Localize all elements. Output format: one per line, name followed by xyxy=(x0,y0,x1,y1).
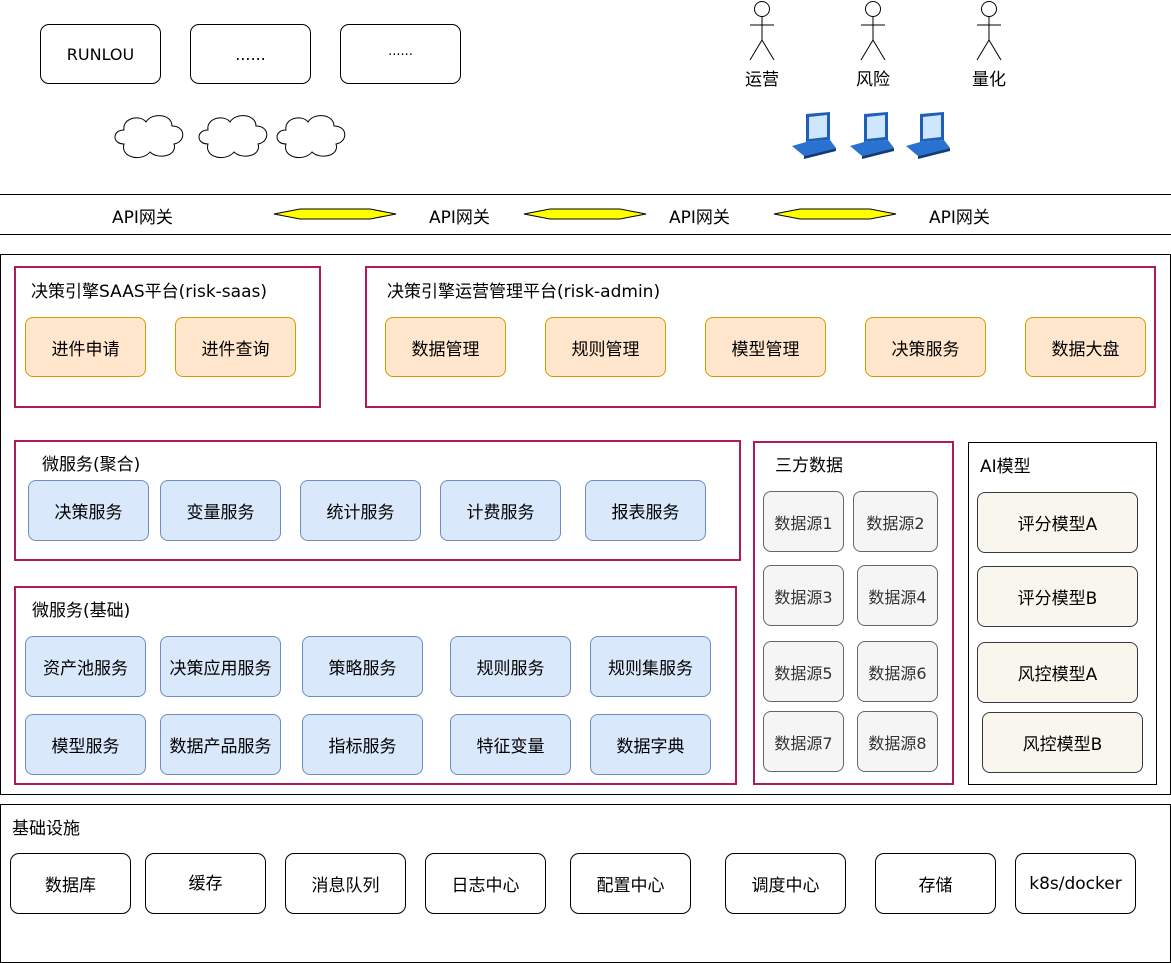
ai-model-title: AI模型 xyxy=(980,457,1031,477)
service-box: 统计服务 xyxy=(300,480,421,541)
module-box: 进件申请 xyxy=(25,317,146,377)
micro-agg-title: 微服务(聚合) xyxy=(42,455,141,475)
cloud-icon xyxy=(198,115,268,159)
service-box: 报表服务 xyxy=(585,480,706,541)
actor-icon xyxy=(976,1,1002,61)
infra-box: 配置中心 xyxy=(570,853,691,914)
gateway-label: API网关 xyxy=(669,208,730,228)
laptop-icon xyxy=(906,112,950,159)
service-box: 计费服务 xyxy=(440,480,561,541)
service-box: 决策服务 xyxy=(28,480,149,541)
service-box: 决策应用服务 xyxy=(160,636,281,697)
micro-base-title: 微服务(基础) xyxy=(32,601,131,621)
actor-label: 运营 xyxy=(745,70,779,90)
micro-agg-frame xyxy=(14,440,741,561)
model-box: 风控模型A xyxy=(977,642,1138,703)
module-box: 数据大盘 xyxy=(1025,317,1146,377)
module-box: 数据管理 xyxy=(385,317,506,377)
actor-icon xyxy=(749,1,775,61)
service-box: 特征变量 xyxy=(450,714,571,775)
laptop-icon xyxy=(850,112,894,159)
service-box: 模型服务 xyxy=(25,714,146,775)
client-box-2: ...... xyxy=(190,24,311,84)
saas-platform-title: 决策引擎SAAS平台(risk-saas) xyxy=(31,282,267,302)
third-party-title: 三方数据 xyxy=(775,456,843,476)
saas-platform-frame xyxy=(14,266,321,408)
model-box: 评分模型B xyxy=(977,566,1138,627)
gateway-connector xyxy=(773,208,897,220)
service-box: 资产池服务 xyxy=(25,636,146,697)
gateway-top-line xyxy=(0,194,1171,195)
module-box: 决策服务 xyxy=(865,317,986,377)
model-box: 评分模型A xyxy=(977,492,1138,553)
client-box-3: ...... xyxy=(340,24,461,84)
datasource-box: 数据源7 xyxy=(763,711,844,772)
infra-box: 日志中心 xyxy=(425,853,546,914)
datasource-box: 数据源1 xyxy=(763,491,844,552)
actor-icon xyxy=(860,1,886,61)
infra-box: 数据库 xyxy=(10,853,131,914)
module-box: 模型管理 xyxy=(705,317,826,377)
admin-platform-title: 决策引擎运营管理平台(risk-admin) xyxy=(387,282,661,302)
gateway-bottom-line xyxy=(0,234,1171,235)
laptop-icon xyxy=(792,112,836,159)
service-box: 策略服务 xyxy=(302,636,423,697)
service-box: 数据字典 xyxy=(590,714,711,775)
cloud-icon xyxy=(276,115,346,159)
infra-box: 调度中心 xyxy=(725,853,846,914)
gateway-connector xyxy=(273,208,397,220)
micro-base-frame xyxy=(14,586,737,785)
actor-label: 风险 xyxy=(856,70,890,90)
client-box-runlou: RUNLOU xyxy=(40,24,161,84)
service-box: 规则集服务 xyxy=(590,636,711,697)
datasource-box: 数据源2 xyxy=(853,491,938,552)
gateway-label: API网关 xyxy=(429,208,490,228)
actor-label: 量化 xyxy=(972,70,1006,90)
admin-platform-frame xyxy=(365,266,1156,408)
gateway-label: API网关 xyxy=(929,208,990,228)
infra-box: 缓存 xyxy=(145,853,266,914)
infra-box: 消息队列 xyxy=(285,853,406,914)
ai-model-frame xyxy=(968,442,1157,785)
service-box: 指标服务 xyxy=(302,714,423,775)
datasource-box: 数据源4 xyxy=(857,565,938,626)
service-box: 规则服务 xyxy=(450,636,571,697)
computers-group xyxy=(792,112,950,159)
infrastructure-title: 基础设施 xyxy=(12,819,80,839)
service-box: 变量服务 xyxy=(160,480,281,541)
model-box: 风控模型B xyxy=(982,712,1143,773)
gateway-connector xyxy=(523,208,647,220)
third-party-frame xyxy=(753,441,954,785)
gateway-label: API网关 xyxy=(112,208,173,228)
infra-box: 存储 xyxy=(875,853,996,914)
datasource-box: 数据源5 xyxy=(763,641,844,702)
datasource-box: 数据源3 xyxy=(763,565,844,626)
datasource-box: 数据源6 xyxy=(857,641,938,702)
module-box: 规则管理 xyxy=(545,317,666,377)
datasource-box: 数据源8 xyxy=(857,711,938,772)
cloud-icon xyxy=(114,115,184,159)
service-box: 数据产品服务 xyxy=(160,714,281,775)
infra-box: k8s/docker xyxy=(1015,853,1136,914)
clouds-group xyxy=(114,115,346,159)
module-box: 进件查询 xyxy=(175,317,296,377)
